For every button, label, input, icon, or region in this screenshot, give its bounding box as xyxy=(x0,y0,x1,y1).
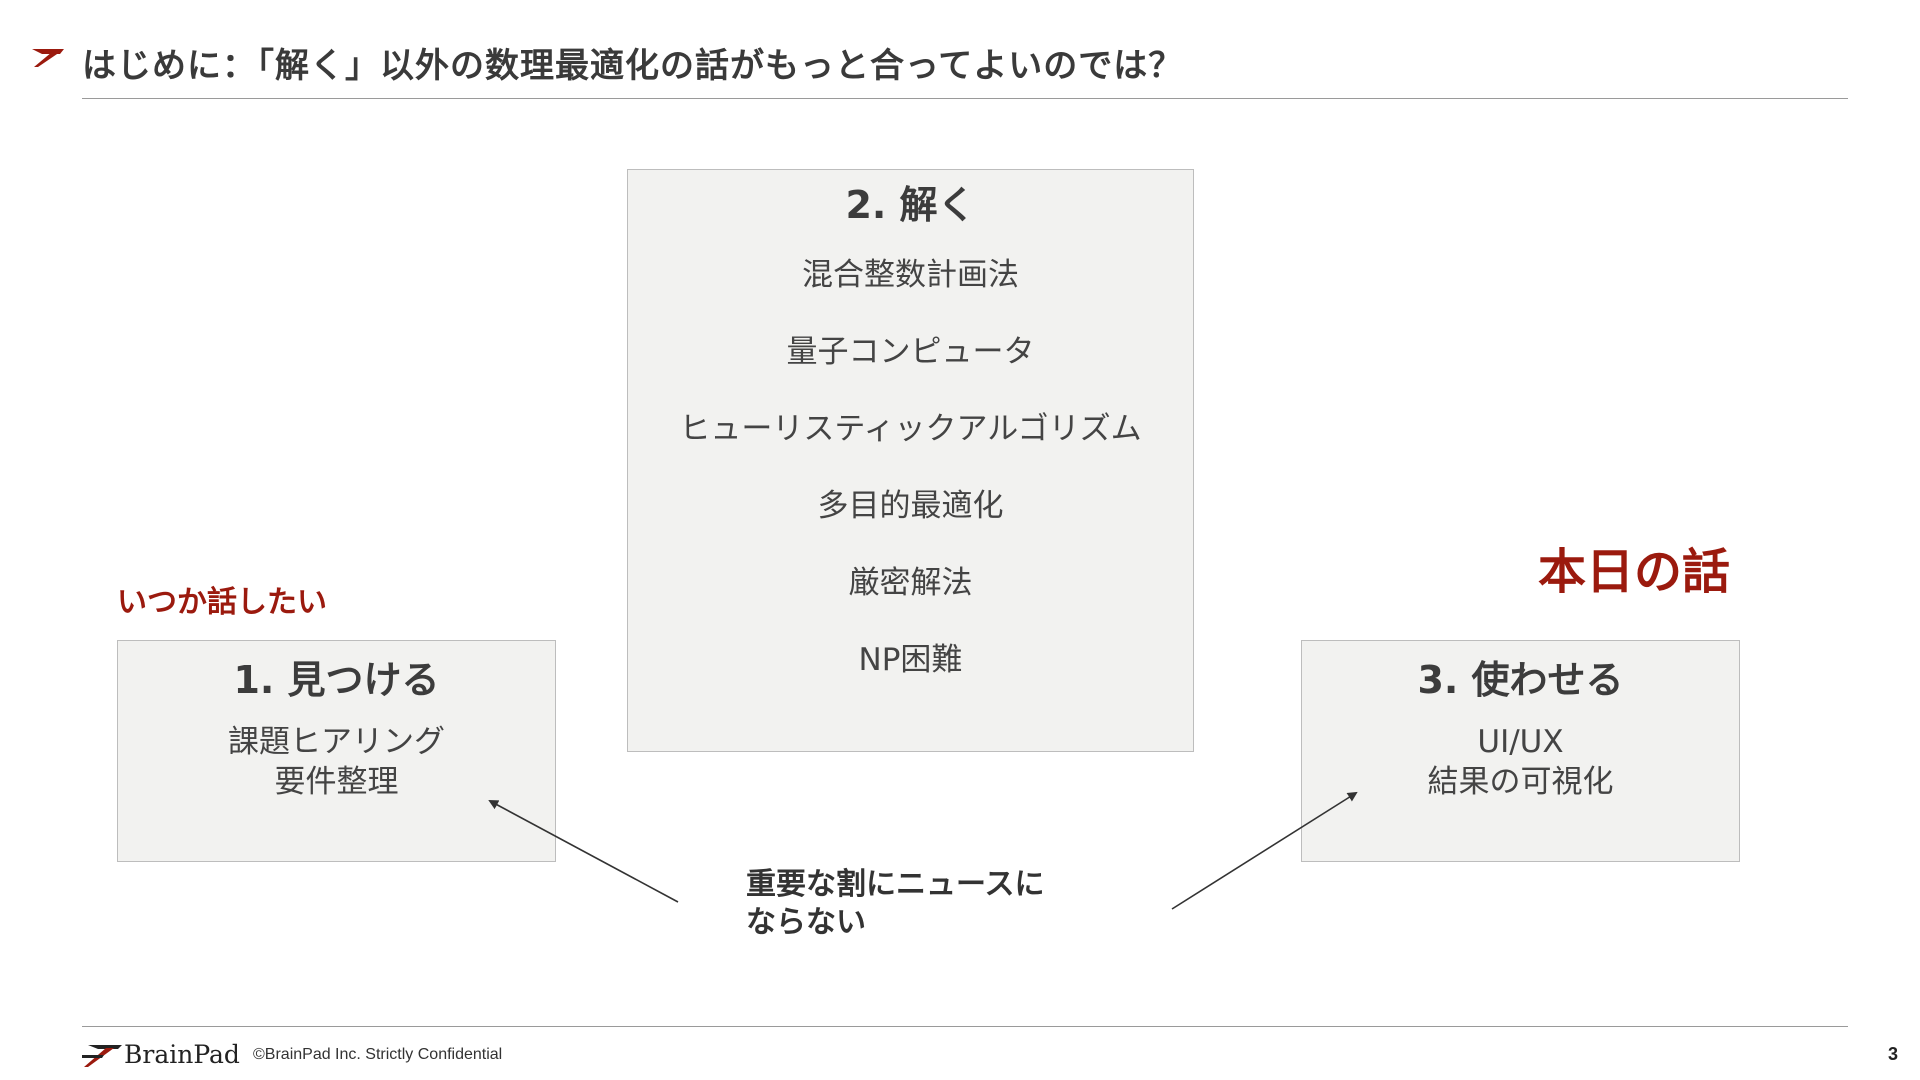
solve-box: 2. 解く 混合整数計画法 量子コンピュータ ヒューリスティックアルゴリズム 多… xyxy=(627,169,1194,752)
use-box-title: 3. 使わせる xyxy=(1417,658,1624,702)
someday-label: いつか話したい xyxy=(117,585,327,620)
slide-title: はじめに：「解く」以外の数理最適化の話がもっと合ってよいのでは？ xyxy=(82,46,1184,86)
solve-box-title: 2. 解く xyxy=(845,183,976,227)
use-item: UI/UX xyxy=(1477,724,1564,760)
brand-mark-icon xyxy=(32,49,64,67)
find-item: 要件整理 xyxy=(274,764,399,800)
title-divider xyxy=(82,98,1848,99)
note-line: ならない xyxy=(746,905,866,940)
solve-item: 多目的最適化 xyxy=(817,488,1004,524)
solve-item: ヒューリスティックアルゴリズム xyxy=(679,411,1142,447)
solve-item: 厳密解法 xyxy=(848,565,973,601)
solve-item: 量子コンピュータ xyxy=(786,334,1035,370)
today-label: 本日の話 xyxy=(1538,544,1731,600)
footer-logo: BrainPad xyxy=(82,1038,240,1070)
brand-wordmark: BrainPad xyxy=(124,1039,240,1069)
copyright-text: ©BrainPad Inc. Strictly Confidential xyxy=(253,1046,503,1063)
note-line: 重要な割にニュースに xyxy=(746,867,1045,902)
footer-divider xyxy=(82,1026,1848,1027)
solve-item: 混合整数計画法 xyxy=(802,257,1019,293)
use-box: 3. 使わせる UI/UX 結果の可視化 xyxy=(1301,640,1740,862)
find-item: 課題ヒアリング xyxy=(228,724,445,760)
find-box: 1. 見つける 課題ヒアリング 要件整理 xyxy=(117,640,556,862)
note-text: 重要な割にニュースに ならない xyxy=(746,866,1045,942)
brand-mark-icon xyxy=(82,1045,122,1067)
solve-item: NP困難 xyxy=(858,642,963,678)
use-item: 結果の可視化 xyxy=(1427,764,1614,800)
find-box-title: 1. 見つける xyxy=(233,658,440,702)
page-number: 3 xyxy=(1887,1044,1898,1064)
